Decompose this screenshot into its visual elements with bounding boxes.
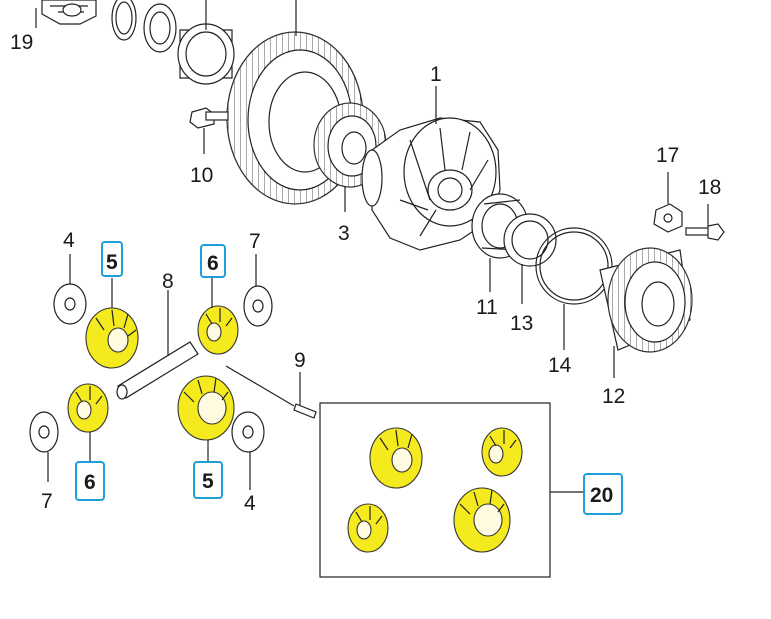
callout-4-top: 4 <box>63 229 75 252</box>
part-washer-7-top <box>243 254 273 327</box>
callout-19: 19 <box>10 31 33 54</box>
part-side-gear-5-bottom <box>177 375 235 462</box>
part-bolt-18 <box>685 204 725 241</box>
part-pin-9 <box>225 365 317 419</box>
part-bracket-17 <box>653 172 683 233</box>
callout-13: 13 <box>510 312 533 335</box>
callout-17: 17 <box>656 144 679 167</box>
part-washer-4-left <box>53 254 87 325</box>
part-differential-case <box>361 86 501 251</box>
callout-7-bottom: 7 <box>41 490 53 513</box>
part-side-gear-5-top <box>85 278 139 369</box>
kit-side-gear-b <box>453 487 511 553</box>
callout-3: 3 <box>338 222 350 245</box>
callout-10: 10 <box>190 164 213 187</box>
callout-6-bottom: 6 <box>84 471 96 494</box>
callout-box-20 <box>583 473 623 515</box>
callout-20: 20 <box>590 484 613 507</box>
callout-box-6-top <box>200 244 226 278</box>
part-bolt-10 <box>189 107 229 154</box>
part-pinion-gear-6-top <box>197 278 239 355</box>
part-pinion-gear-6-bottom <box>67 383 109 462</box>
kit-pinion-gear-b <box>347 503 389 553</box>
callout-14: 14 <box>548 354 572 377</box>
kit-side-gear-a <box>369 427 423 489</box>
callout-7-top: 7 <box>249 230 261 253</box>
part-bearing-top <box>143 0 235 85</box>
callout-box-6-bottom <box>75 461 105 501</box>
part-washer-7-bottom <box>29 411 59 482</box>
callout-8: 8 <box>162 270 174 293</box>
part-ring-12 <box>599 247 693 378</box>
callout-1: 1 <box>430 63 442 86</box>
callout-18: 18 <box>698 176 721 199</box>
kit-pinion-gear-a <box>481 427 523 477</box>
callout-5-top: 5 <box>106 251 118 274</box>
callout-11: 11 <box>476 296 498 319</box>
callout-5-bottom: 5 <box>202 470 214 493</box>
callout-12: 12 <box>602 385 625 408</box>
callout-6-top: 6 <box>207 252 219 275</box>
part-washer-4-bottom <box>231 411 265 490</box>
callout-4-bottom: 4 <box>244 492 256 515</box>
part-pinion-shaft-8 <box>116 290 199 400</box>
part-19-shaft <box>35 0 97 28</box>
part-race-13 <box>503 213 557 304</box>
callout-box-5-bottom <box>193 461 223 499</box>
callout-9: 9 <box>294 349 306 372</box>
part-snap-ring-14 <box>535 227 613 350</box>
part-ring-top <box>111 0 137 41</box>
callout-box-5-top <box>101 241 123 277</box>
kit-box-20 <box>319 402 584 578</box>
